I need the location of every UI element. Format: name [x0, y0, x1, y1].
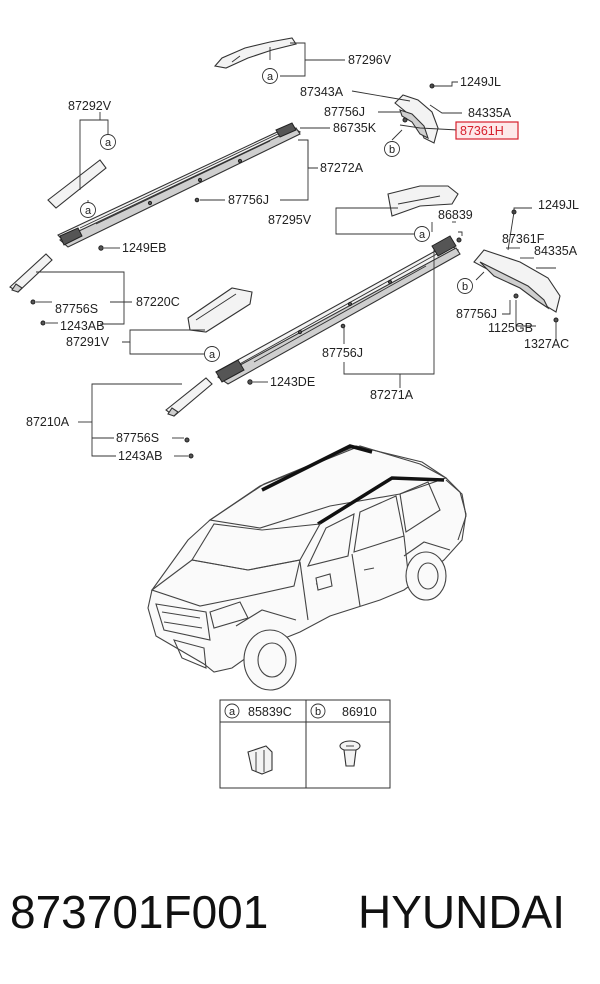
screw-1243ab-a [40, 320, 46, 326]
callout-87210a: 87210A [26, 415, 70, 429]
callout-1249jl-top: 1249JL [460, 75, 501, 89]
callout-87756j-b: 87756J [228, 193, 269, 207]
molding-87296v-part [213, 37, 297, 69]
callout-87291v: 87291V [66, 335, 110, 349]
marker-b-circle [384, 141, 400, 157]
molding-87210a-part [165, 377, 213, 417]
marker-b-label-2: b [462, 281, 468, 293]
highlight-box-87361h [455, 121, 519, 140]
end-cap-87361h-part [394, 83, 439, 144]
caption-brand: HYUNDAI [358, 886, 565, 938]
leaders-87361f [475, 207, 557, 340]
marker-a-label-2: a [105, 137, 112, 149]
leaders-87272a [200, 127, 330, 201]
molding-87292v-part [47, 159, 107, 209]
callout-87756j-d: 87756J [456, 307, 497, 321]
callout-87295v: 87295V [268, 213, 312, 227]
roof-rail-87272a-part [57, 122, 302, 248]
callout-87756j-c: 87756J [322, 346, 363, 360]
screw-1243de [247, 379, 253, 385]
legend-marker-b: b [315, 706, 321, 718]
marker-a-label-3: a [85, 205, 92, 217]
callout-87272a: 87272A [320, 161, 364, 175]
leaders-87210a [78, 383, 188, 457]
molding-87295v-part [387, 185, 459, 217]
callout-87271a: 87271A [370, 388, 414, 402]
screw-1243ab-b [188, 453, 194, 459]
marker-a-circle-4 [204, 346, 220, 362]
callout-1243ab-b: 1243AB [118, 449, 162, 463]
screw-1249eb [98, 245, 104, 251]
marker-a-circle [262, 68, 278, 84]
legend-part-a: 85839C [248, 705, 292, 719]
leaders-end-cap [351, 81, 462, 141]
leaders-87271a [343, 221, 463, 388]
molding-87220c-part [9, 253, 53, 293]
callout-86735k: 86735K [333, 121, 377, 135]
clip-87756j-b [194, 197, 200, 203]
callout-87292v: 87292V [68, 99, 112, 113]
marker-a-label-4: a [209, 349, 216, 361]
molding-87291v-part [187, 287, 253, 333]
marker-b-label: b [389, 144, 395, 156]
marker-a-circle-5 [414, 226, 430, 242]
leaders-87292v [79, 112, 109, 202]
callout-87296v: 87296V [348, 53, 392, 67]
callout-86839: 86839 [438, 208, 473, 222]
legend-marker-a: a [229, 706, 236, 718]
callout-1125gb: 1125GB [488, 321, 533, 335]
leaders-87291v [122, 329, 205, 355]
callout-87361h: 87361H [460, 124, 504, 138]
callout-84335a-right: 84335A [534, 244, 578, 258]
caption-part-number: 873701F001 [10, 886, 268, 938]
callout-87361f: 87361F [502, 232, 545, 246]
legend-part-b: 86910 [342, 705, 377, 719]
marker-a-circle-2 [100, 134, 116, 150]
callout-1249eb: 1249EB [122, 241, 166, 255]
callout-1243ab-a: 1243AB [60, 319, 104, 333]
callout-1243de: 1243DE [270, 375, 315, 389]
callout-1249jl-right: 1249JL [538, 198, 579, 212]
marker-a-label-5: a [419, 229, 426, 241]
callout-87756s-b: 87756S [116, 431, 159, 445]
marker-b-circle-2 [457, 278, 473, 294]
callout-87756j-a: 87756J [324, 105, 365, 119]
clip-87756j-c [340, 323, 346, 329]
clip-87756s-b [184, 437, 190, 443]
callout-84335a-top: 84335A [468, 106, 512, 120]
callout-87343a: 87343A [300, 85, 344, 99]
callout-1327ac: 1327AC [524, 337, 569, 351]
leaders-87220c [36, 271, 132, 325]
legend-table [219, 699, 391, 789]
roof-rail-87271a-part [215, 235, 461, 385]
leaders-87295v [335, 207, 433, 235]
callout-87756s-a: 87756S [55, 302, 98, 316]
end-cap-87361f-part [473, 209, 561, 323]
callout-87220c: 87220C [136, 295, 180, 309]
suv-illustration [147, 444, 467, 691]
marker-a-circle-3 [80, 202, 96, 218]
clip-86839 [456, 237, 462, 243]
leader-87296v [269, 42, 345, 77]
clip-87756s-a [30, 299, 36, 305]
marker-a-label: a [267, 71, 274, 83]
